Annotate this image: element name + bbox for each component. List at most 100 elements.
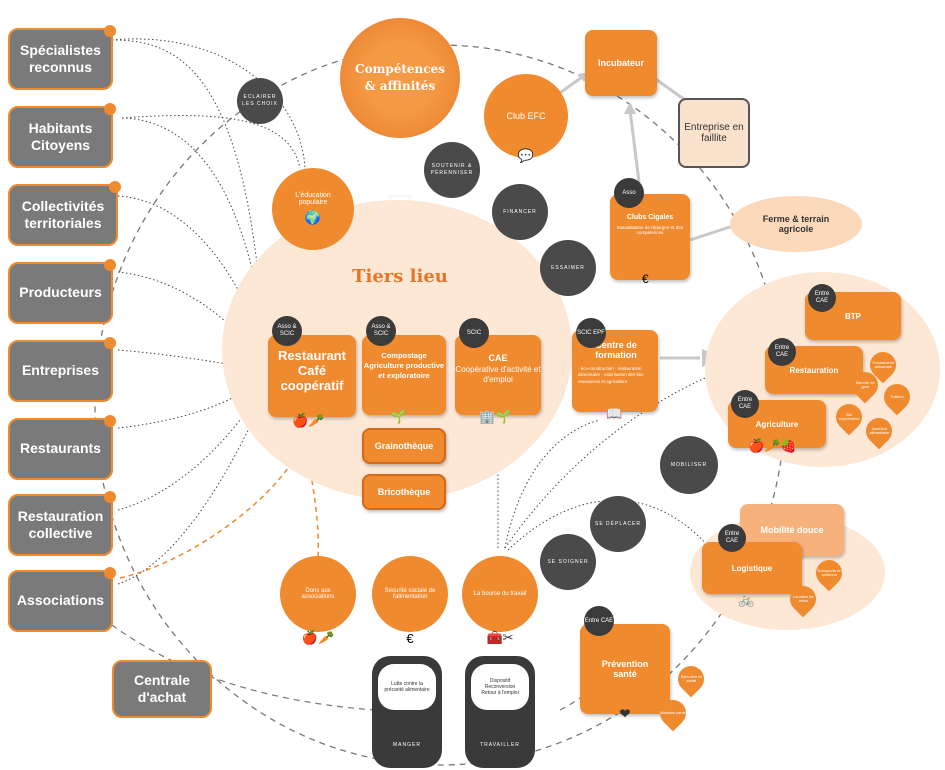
- dons-link: [119, 429, 320, 579]
- bike-icon: 🚲: [738, 592, 755, 607]
- status-dot: [104, 103, 116, 115]
- euro-icon: €: [642, 272, 649, 286]
- actor-entreprises[interactable]: Entreprises: [8, 337, 116, 402]
- actor-label: Associations: [16, 592, 105, 609]
- logistique-label: Logistique: [731, 563, 773, 573]
- education-label: L'éducation populaire: [295, 192, 331, 206]
- pin-label: Location de vélos: [792, 593, 814, 603]
- euro-icon: €: [406, 631, 414, 646]
- btp-tag: Entre CAE: [808, 284, 836, 312]
- cigales-tag: Asso: [614, 178, 644, 208]
- actor-collectivites[interactable]: Collectivités territoriales: [8, 181, 121, 246]
- grainotheque-label: Grainothèque: [374, 441, 434, 451]
- pin-label: Bio coopérative: [838, 411, 860, 421]
- globe-icon: 🌍: [304, 210, 322, 225]
- prevention-tag: Entre CAE: [584, 606, 614, 636]
- actor-label: Habitants Citoyens: [28, 119, 93, 154]
- produce-icon: 🍎🥕: [301, 630, 335, 645]
- compostage-tag: Asso & SCIC: [366, 316, 396, 346]
- book-icon: 📖: [606, 406, 623, 421]
- se-deplacer-circle: SE DÉPLACER: [590, 496, 646, 552]
- manger-pill[interactable]: Lutte contre la précarité alimentaire MA…: [372, 656, 442, 768]
- pin-label: Traiteur: [890, 393, 904, 399]
- ferme-ellipse[interactable]: Ferme & terrain agricole: [730, 196, 862, 252]
- restauration-tag: Entre CAE: [768, 338, 796, 366]
- mobilite-label: Mobilité douce: [760, 525, 824, 535]
- pin-label: Transports en commun: [816, 567, 842, 577]
- incubateur[interactable]: Incubateur: [585, 30, 657, 96]
- ferme-label: Ferme & terrain agricole: [762, 214, 830, 234]
- centrale-label: Centrale d'achat: [133, 671, 191, 706]
- logistique-box[interactable]: Logistique: [702, 542, 802, 594]
- restaurant-cafe[interactable]: Restaurant Café coopératif 🍎🥕: [268, 335, 356, 428]
- chat-icon: 💬: [517, 148, 535, 163]
- club-efc[interactable]: Club EFC 💬: [484, 74, 568, 163]
- securite-sociale[interactable]: Sécurité sociale de l'alimentation €: [372, 556, 448, 646]
- competences-label: Compétences & affinités: [355, 62, 445, 93]
- club-efc-label: Club EFC: [506, 111, 546, 121]
- agriculture-produce-icon: 🍎🥕🍓: [748, 438, 797, 453]
- tiers-lieu-title: Tiers lieu: [352, 266, 448, 287]
- logistique-tag: Entre CAE: [718, 524, 746, 552]
- pin-label: Conserverie artisanale: [872, 359, 894, 369]
- formation-title: Centre de formation: [595, 340, 637, 360]
- produce-icon: 🍎🥕: [292, 413, 325, 428]
- actor-specialistes[interactable]: Spécialistes reconnus: [8, 25, 116, 90]
- manger-text: Lutte contre la précarité alimentaire: [384, 681, 430, 693]
- heartbeat-icon: ❤: [619, 706, 631, 721]
- travailler-card: Dispositif Reconversion Retour à l'emplo…: [471, 664, 529, 710]
- status-dot: [104, 25, 116, 37]
- cigales-text: Mutualisation de l'épargne et des compét…: [617, 225, 683, 235]
- restaurant-title: Restaurant Café coopératif: [278, 348, 346, 393]
- cae-title: CAE: [488, 353, 508, 363]
- status-dot: [104, 259, 116, 271]
- pin-label: Maisons santé: [660, 709, 686, 715]
- prevention-label: Prévention santé: [601, 659, 649, 679]
- pin-label: Insertion alimentaire: [869, 425, 889, 435]
- actor-label: Spécialistes reconnus: [20, 41, 101, 76]
- actor-restaurants[interactable]: Restaurants: [8, 415, 116, 480]
- soutenir-circle: SOUTENIR & PÉRENNISER: [424, 142, 480, 198]
- incubateur-label: Incubateur: [597, 58, 644, 68]
- travailler-pill[interactable]: Dispositif Reconversion Retour à l'emplo…: [465, 656, 535, 768]
- dons-label: Dons aux associations: [301, 588, 335, 600]
- actor-label: Entreprises: [21, 362, 100, 379]
- cigales-title: Clubs Cigales: [626, 214, 674, 221]
- clubs-cigales[interactable]: Clubs Cigales Mutualisation de l'épargne…: [610, 194, 690, 286]
- education-populaire[interactable]: L'éducation populaire 🌍: [272, 168, 354, 250]
- actor-label: Restauration collective: [17, 507, 104, 542]
- status-dot: [104, 567, 116, 579]
- actor-restauration-collective[interactable]: Restauration collective: [8, 491, 116, 556]
- compostage[interactable]: Compostage Agriculture productive et exp…: [362, 335, 446, 424]
- status-dot: [104, 415, 116, 427]
- bricotheque[interactable]: Bricothèque: [362, 474, 446, 510]
- prevention-sante[interactable]: Prévention santé ❤: [580, 624, 670, 721]
- bourse-label: La bourse du travail: [473, 591, 527, 597]
- centrale-achat[interactable]: Centrale d'achat: [112, 660, 212, 718]
- bricotheque-label: Bricothèque: [377, 487, 431, 497]
- faillite-label: Entreprise en faillite: [684, 122, 744, 144]
- essaimer-circle: ESSAIMER: [540, 240, 596, 296]
- formation-tag: SCIC EPF: [576, 318, 606, 348]
- cae-tag: SCIC: [459, 318, 489, 348]
- actor-label: Producteurs: [19, 284, 102, 301]
- entreprise-faillite[interactable]: Entreprise en faillite: [678, 98, 750, 168]
- status-dot: [109, 181, 121, 193]
- actor-producteurs[interactable]: Producteurs: [8, 259, 116, 324]
- manger-label: MANGER: [393, 742, 421, 748]
- dons-associations[interactable]: Dons aux associations 🍎🥕: [280, 556, 356, 645]
- status-dot: [104, 337, 116, 349]
- bourse-travail[interactable]: La bourse du travail 🧰✂: [462, 556, 538, 645]
- eclairer-circle: ECLAIRER LES CHOIX: [237, 78, 283, 124]
- formation-text: - éco-construction - restauration alimen…: [578, 366, 645, 384]
- actor-habitants[interactable]: Habitants Citoyens: [8, 103, 116, 168]
- agriculture-tag: Entre CAE: [731, 390, 759, 418]
- plants-icon: 🌱: [390, 409, 407, 424]
- pin-label: Marché de gros: [855, 379, 875, 389]
- cae[interactable]: CAE Coopérative d'activité et d'emploi 🏢…: [455, 335, 541, 424]
- status-dot: [104, 491, 116, 503]
- agriculture-label: Agriculture: [755, 419, 799, 429]
- actor-associations[interactable]: Associations: [8, 567, 116, 632]
- grainotheque[interactable]: Grainothèque: [362, 428, 446, 464]
- compostage-title: Compostage Agriculture productive et exp…: [363, 351, 445, 380]
